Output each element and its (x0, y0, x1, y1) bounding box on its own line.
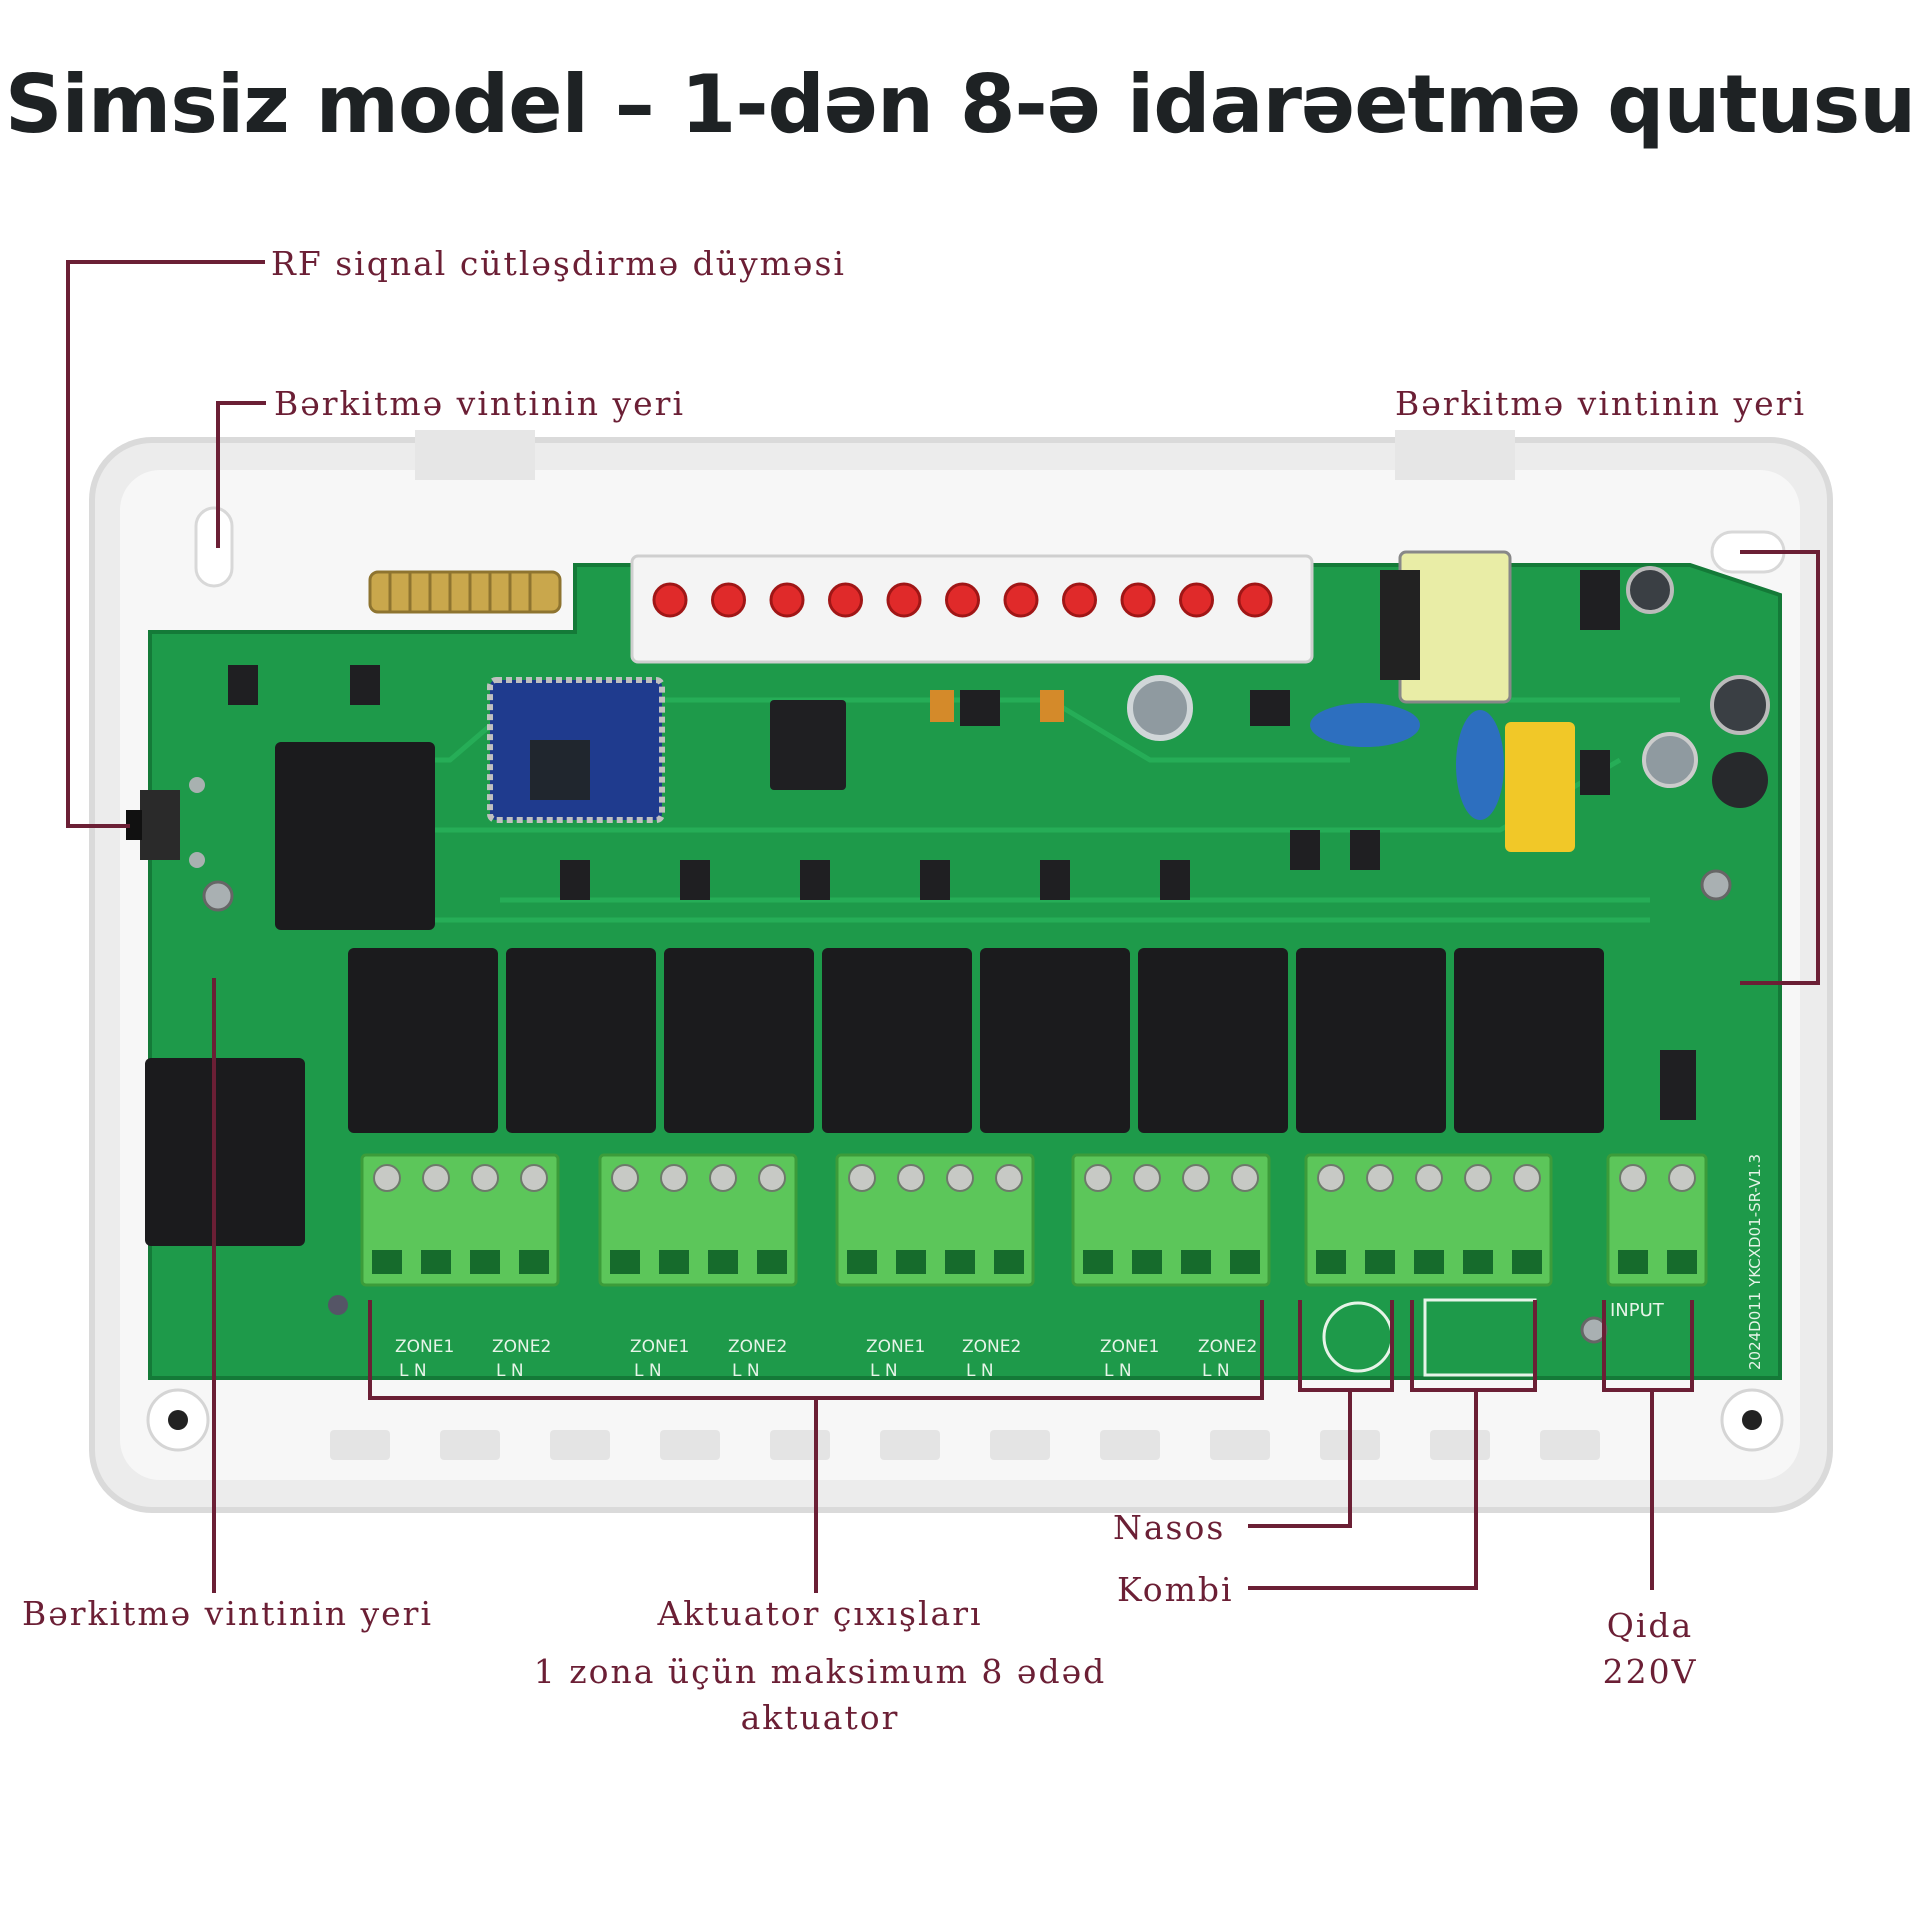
zone-label: ZONE2 (728, 1337, 787, 1357)
label-mount-top-left: Bərkitmə vintinin yeri (274, 384, 685, 423)
relay (506, 948, 656, 1133)
terminal-block (835, 1153, 1035, 1287)
terminal-block (1606, 1153, 1708, 1287)
terminal-ln-label: L N (732, 1361, 760, 1381)
terminal-block (598, 1153, 798, 1287)
led-indicator (652, 582, 688, 618)
rf-pairing-button (126, 777, 205, 868)
led-indicator (945, 582, 980, 618)
led-indicator (769, 582, 805, 618)
led-indicator (886, 582, 922, 618)
zone-label: ZONE2 (492, 1337, 551, 1357)
ic-chip (770, 700, 846, 790)
relay (1296, 948, 1446, 1133)
pcb: ZONE1 L N ZONE2 L N ZONE1 L N ZONE2 L N ZONE1 L N… (126, 550, 1784, 1452)
yellow-capacitor (1505, 722, 1575, 852)
zone-label: ZONE1 (395, 1337, 454, 1357)
terminal-ln-label: L N (496, 1361, 524, 1381)
terminal-block (360, 1153, 560, 1287)
label-actuator-note-line2: aktuator (740, 1698, 900, 1737)
led-indicator (828, 582, 863, 618)
serial-silkscreen: 2024D011 YKCXD01-SR-V1.3 (1746, 1154, 1764, 1370)
terminal-block (1304, 1153, 1553, 1287)
relay-large (275, 742, 435, 930)
zone-label: ZONE1 (630, 1337, 689, 1357)
label-rf-pairing-button: RF siqnal cütləşdirmə düyməsi (271, 244, 846, 283)
terminal-ln-label: L N (1202, 1361, 1230, 1381)
terminal-block (1071, 1153, 1271, 1287)
label-pump: Nasos (1113, 1508, 1226, 1547)
terminal-ln-label: L N (1104, 1361, 1132, 1381)
relay (1454, 948, 1604, 1133)
relay-large (145, 1058, 305, 1246)
led-indicator (711, 582, 746, 618)
zone-label: ZONE1 (866, 1337, 925, 1357)
terminal-ln-label: L N (399, 1361, 427, 1381)
terminal-ln-label: L N (966, 1361, 994, 1381)
page-title: Simsiz model – 1-dən 8-ə idarəetmə qutus… (4, 58, 1916, 151)
label-actuator-outputs: Aktuator çıxışları (657, 1594, 983, 1633)
relay (822, 948, 972, 1133)
led-indicator (1237, 582, 1273, 618)
terminal-ln-label: L N (870, 1361, 898, 1381)
label-power: Qida (1606, 1606, 1694, 1645)
relay (348, 948, 498, 1133)
callout-lines (66, 260, 1820, 1593)
label-power-voltage: 220V (1602, 1652, 1698, 1691)
led-indicator (1003, 582, 1039, 618)
zone-label: ZONE2 (1198, 1337, 1257, 1357)
mount-hole-top-left (194, 506, 234, 588)
zone-label: ZONE1 (1100, 1337, 1159, 1357)
led-indicator (1120, 582, 1156, 618)
terminal-ln-label: L N (634, 1361, 662, 1381)
relay (1138, 948, 1288, 1133)
antenna-coil (368, 570, 562, 614)
label-actuator-note-line1: 1 zona üçün maksimum 8 ədəd (533, 1652, 1107, 1691)
relay (980, 948, 1130, 1133)
label-boiler: Kombi (1117, 1570, 1234, 1609)
label-mount-bottom-left: Bərkitmə vintinin yeri (22, 1594, 433, 1633)
input-silkscreen: INPUT (1610, 1300, 1665, 1321)
led-indicator (1062, 582, 1097, 618)
relay (664, 948, 814, 1133)
label-mount-top-right: Bərkitmə vintinin yeri (1395, 384, 1806, 423)
led-indicator (1179, 582, 1214, 618)
zone-label: ZONE2 (962, 1337, 1021, 1357)
